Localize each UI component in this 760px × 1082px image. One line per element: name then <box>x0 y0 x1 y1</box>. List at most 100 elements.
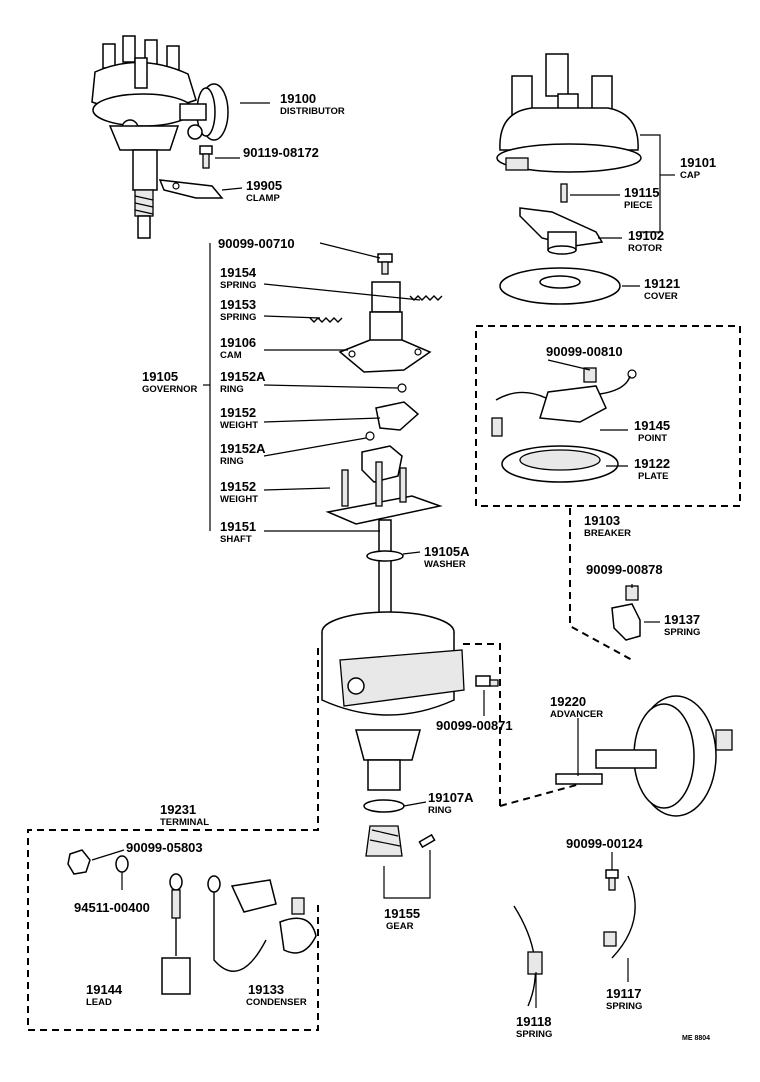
figure-code: ME 8804 <box>682 1035 710 1042</box>
part-number: 90119-08172 <box>243 145 319 160</box>
washer-illustration <box>366 550 404 562</box>
part-number: 19137 <box>664 612 700 627</box>
part-number: 19152A <box>220 441 266 456</box>
part-number: 19102 <box>628 228 664 243</box>
label-19153[interactable]: 19153 SPRING <box>220 297 256 323</box>
part-name: RING <box>428 805 452 816</box>
label-90099-05803[interactable]: 90099-05803 <box>126 840 203 855</box>
spring-19117-illustration <box>603 875 636 959</box>
part-number: 19220 <box>550 694 586 709</box>
part-number: 19145 <box>634 418 670 433</box>
part-name: WEIGHT <box>220 494 258 505</box>
spring-19154-illustration <box>409 295 443 301</box>
part-name: CAM <box>220 350 242 361</box>
part-name: PIECE <box>624 200 653 211</box>
lead-illustration <box>161 873 191 995</box>
label-19106[interactable]: 19106 CAM <box>220 335 256 361</box>
label-90099-00710[interactable]: 90099-00710 <box>218 236 295 251</box>
spring-19137-illustration <box>611 603 641 641</box>
plate-illustration <box>501 445 619 483</box>
part-name: ADVANCER <box>550 709 603 720</box>
part-number: 19107A <box>428 790 474 805</box>
part-number: 19118 <box>516 1014 551 1029</box>
label-90099-00878[interactable]: 90099-00878 <box>586 562 663 577</box>
spring-19153-illustration <box>309 317 343 323</box>
part-name: LEAD <box>86 997 112 1008</box>
part-number: 90099-00878 <box>586 562 663 577</box>
part-number: 19106 <box>220 335 256 350</box>
label-19101[interactable]: 19101 CAP <box>680 155 716 181</box>
part-number: 19115 <box>624 185 659 200</box>
part-number: 19905 <box>246 178 282 193</box>
piece-illustration <box>560 183 568 203</box>
label-19100[interactable]: 19100 DISTRIBUTOR <box>280 91 345 117</box>
label-19102[interactable]: 19102 ROTOR <box>628 228 664 254</box>
label-19145[interactable]: 19145 POINT <box>634 418 670 444</box>
label-90119-08172[interactable]: 90119-08172 <box>243 145 319 160</box>
part-number: 19117 <box>606 986 641 1001</box>
screw-00878-illustration <box>625 585 639 601</box>
bolt-08172-illustration <box>199 145 213 169</box>
screw-00810-illustration <box>583 367 597 383</box>
part-number: 19151 <box>220 519 256 534</box>
label-19231[interactable]: 19231 TERMINAL <box>160 802 209 828</box>
label-19105[interactable]: 19105 GOVERNOR <box>142 369 198 395</box>
gear-illustration <box>365 825 436 857</box>
part-number: 19154 <box>220 265 257 280</box>
part-number: 19105A <box>424 544 470 559</box>
part-number: 19103 <box>584 513 620 528</box>
label-19220[interactable]: 19220 ADVANCER <box>550 694 603 720</box>
part-number: 19153 <box>220 297 256 312</box>
part-name: CLAMP <box>246 193 280 204</box>
label-19152a-lower[interactable]: 19152A RING <box>220 441 266 467</box>
housing-illustration <box>321 611 465 791</box>
label-19105a[interactable]: 19105A WASHER <box>424 544 470 570</box>
label-90099-00871[interactable]: 90099-00871 <box>436 718 513 733</box>
label-19137[interactable]: 19137 SPRING <box>664 612 700 638</box>
label-19905[interactable]: 19905 CLAMP <box>246 178 282 204</box>
label-19118[interactable]: 19118 SPRING <box>516 1014 552 1040</box>
label-19152a-upper[interactable]: 19152A RING <box>220 369 266 395</box>
label-19103[interactable]: 19103 BREAKER <box>584 513 631 539</box>
screw-00124-illustration <box>605 869 619 891</box>
part-name: CAP <box>680 170 701 181</box>
part-name: BREAKER <box>584 528 631 539</box>
breaker-group-box <box>475 325 741 507</box>
part-name: SPRING <box>220 280 256 291</box>
label-19121[interactable]: 19121 COVER <box>644 276 680 302</box>
clamp-illustration <box>158 179 224 199</box>
washer-00400-illustration <box>115 855 129 873</box>
label-19122[interactable]: 19122 PLATE <box>634 456 670 482</box>
label-19152-upper[interactable]: 19152 WEIGHT <box>220 405 258 431</box>
label-19107a[interactable]: 19107A RING <box>428 790 474 816</box>
label-19152-lower[interactable]: 19152 WEIGHT <box>220 479 258 505</box>
part-number: 90099-00710 <box>218 236 295 251</box>
label-19151[interactable]: 19151 SHAFT <box>220 519 256 545</box>
part-number: 90099-00871 <box>436 718 513 733</box>
label-19117[interactable]: 19117 SPRING <box>606 986 642 1012</box>
label-19155[interactable]: 19155 GEAR <box>384 906 420 932</box>
part-name: GEAR <box>386 921 414 932</box>
part-name: POINT <box>638 433 667 444</box>
part-number: 19122 <box>634 456 670 471</box>
advancer-illustration <box>555 695 733 817</box>
part-name: CONDENSER <box>246 997 307 1008</box>
part-number: 19155 <box>384 906 420 921</box>
label-19115[interactable]: 19115 PIECE <box>624 185 659 211</box>
rotor-illustration <box>519 207 604 255</box>
ring-upper-illustration <box>397 383 407 393</box>
label-19144[interactable]: 19144 LEAD <box>86 982 123 1008</box>
part-name: SPRING <box>606 1001 642 1012</box>
label-94511-00400[interactable]: 94511-00400 <box>74 900 150 915</box>
part-number: 19121 <box>644 276 680 291</box>
label-19133[interactable]: 19133 CONDENSER <box>246 982 307 1008</box>
part-name: COVER <box>644 291 678 302</box>
part-name: ROTOR <box>628 243 662 254</box>
cam-illustration <box>338 281 432 373</box>
part-name: GOVERNOR <box>142 384 198 395</box>
part-name: WASHER <box>424 559 466 570</box>
label-90099-00810[interactable]: 90099-00810 <box>546 344 623 359</box>
label-90099-00124[interactable]: 90099-00124 <box>566 836 643 851</box>
label-19154[interactable]: 19154 SPRING <box>220 265 257 291</box>
